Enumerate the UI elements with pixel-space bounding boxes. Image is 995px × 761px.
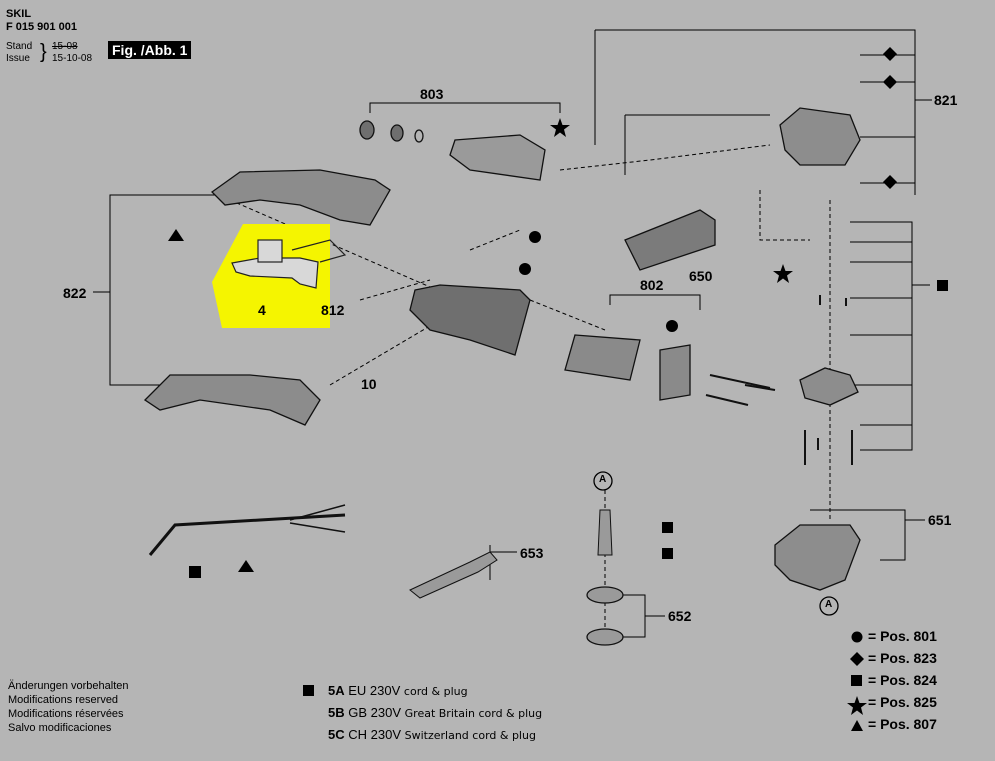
square-symbol <box>662 522 673 533</box>
label-651: 651 <box>928 512 952 528</box>
circle-a-marker <box>593 471 613 491</box>
switch-part-4 <box>231 239 347 289</box>
label-803: 803 <box>420 86 444 102</box>
motor-housing <box>409 284 531 356</box>
triangle-symbol <box>168 229 184 241</box>
diamond-symbol <box>883 75 897 89</box>
variant-desc: Great Britain cord & plug <box>404 707 543 720</box>
variant-row: 5B GB 230V Great Britain cord & plug <box>328 705 542 720</box>
spindle <box>597 509 613 556</box>
star-symbol <box>550 118 570 137</box>
issue-value: 15-10-08 <box>52 53 93 64</box>
circle-a-label: A <box>599 474 607 485</box>
variant-code: 5A <box>328 683 345 698</box>
flange-652b <box>586 628 624 646</box>
document-number: F 015 901 001 <box>6 21 77 33</box>
square-symbol <box>189 566 201 578</box>
gear-head-821 <box>779 107 861 166</box>
note-line: Änderungen vorbehalten <box>8 680 129 692</box>
bearing-803b <box>390 124 404 142</box>
circle-a-label: A <box>825 599 833 610</box>
legend-circle-icon <box>851 631 863 643</box>
note-line: Salvo modificaciones <box>8 722 112 734</box>
bracket-651 <box>810 509 925 561</box>
label-653: 653 <box>520 545 544 561</box>
square-symbol <box>937 280 948 291</box>
variant-voltage: CH 230V <box>348 727 401 742</box>
variant-desc: cord & plug <box>403 685 468 698</box>
label-4: 4 <box>258 302 266 318</box>
star-symbol <box>773 264 793 283</box>
circle-symbol <box>529 231 541 243</box>
note-line: Modifications reserved <box>8 694 119 706</box>
label-10: 10 <box>361 376 377 392</box>
field-802 <box>564 334 641 381</box>
stand-label: Stand <box>6 41 33 52</box>
bearing-flange <box>799 367 859 406</box>
bracket-pos824 <box>850 221 930 451</box>
label-821: 821 <box>934 92 958 108</box>
triangle-symbol <box>238 560 254 572</box>
variant-voltage: GB 230V <box>348 705 402 720</box>
label-812: 812 <box>321 302 345 318</box>
brace-glyph: } <box>40 41 47 63</box>
circle-symbol <box>519 263 531 275</box>
circle-a-marker <box>819 596 839 616</box>
square-symbol <box>662 548 673 559</box>
legend-star-icon <box>847 696 867 715</box>
diamond-symbol <box>883 175 897 189</box>
label-650: 650 <box>689 268 713 284</box>
diamond-symbol <box>883 47 897 61</box>
stand-value: 15-08 <box>52 41 78 52</box>
wheel-guard-651 <box>774 524 861 591</box>
handle-lower <box>143 374 321 426</box>
variant-square-icon <box>303 685 314 696</box>
legend-item-801: = Pos. 801 <box>868 628 937 644</box>
label-822: 822 <box>63 285 87 301</box>
variant-row: 5A EU 230V cord & plug <box>328 683 468 698</box>
variant-voltage: EU 230V <box>348 683 401 698</box>
bracket-652 <box>620 594 665 638</box>
legend-diamond-icon <box>850 652 864 666</box>
bracket-821 <box>594 29 932 195</box>
label-652: 652 <box>668 608 692 624</box>
variant-code: 5C <box>328 727 345 742</box>
variant-row: 5C CH 230V Switzerland cord & plug <box>328 727 536 742</box>
variant-code: 5B <box>328 705 345 720</box>
bearing-803a <box>359 120 375 140</box>
handle-upper <box>210 169 391 226</box>
legend-item-824: = Pos. 824 <box>868 672 937 688</box>
variant-desc: Switzerland cord & plug <box>404 729 536 742</box>
issue-label: Issue <box>6 53 30 64</box>
legend-item-825: = Pos. 825 <box>868 694 937 710</box>
label-802: 802 <box>640 277 664 293</box>
legend-square-icon <box>851 675 862 686</box>
brand-label: SKIL <box>6 8 32 20</box>
power-cord <box>148 513 346 556</box>
bracket-803 <box>369 102 561 113</box>
figure-label: Fig. /Abb. 1 <box>108 41 192 59</box>
bracket-822 <box>109 194 215 386</box>
note-line: Modifications réservées <box>8 708 124 720</box>
legend-triangle-icon <box>851 720 863 731</box>
legend-item-823: = Pos. 823 <box>868 650 937 666</box>
armature-803 <box>449 134 546 181</box>
bracket-653 <box>489 545 517 580</box>
flange-652a <box>586 586 624 604</box>
spanner-653 <box>409 551 498 599</box>
circle-symbol <box>666 320 678 332</box>
bracket-802 <box>609 294 701 310</box>
legend-item-807: = Pos. 807 <box>868 716 937 732</box>
side-handle-650 <box>624 209 716 271</box>
